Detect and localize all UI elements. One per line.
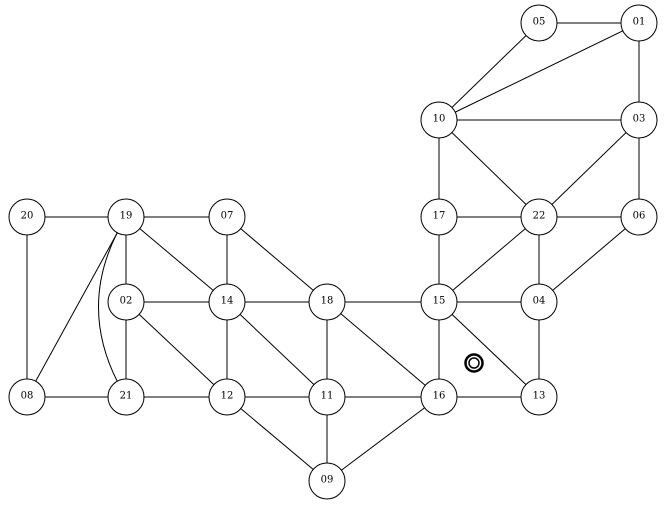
node-16: 16 xyxy=(420,378,458,416)
edge-05-10 xyxy=(438,22,540,121)
edge-14-11 xyxy=(226,301,328,398)
node-circle xyxy=(520,283,558,321)
node-circle xyxy=(620,4,658,42)
node-04: 04 xyxy=(520,283,558,321)
node-circle xyxy=(107,283,145,321)
edge-22-15 xyxy=(438,216,540,303)
node-label: 03 xyxy=(633,114,646,125)
node-label: 02 xyxy=(120,296,133,307)
node-22: 22 xyxy=(520,198,558,236)
node-circle xyxy=(520,4,558,42)
double-ring-marker-inner xyxy=(468,357,480,369)
node-03: 03 xyxy=(620,101,658,139)
node-circle xyxy=(107,378,145,416)
node-circle xyxy=(208,198,246,236)
node-label: 10 xyxy=(433,114,446,125)
nodes-layer: 01 03 04 05 06 07 08 09 10 11 12 13 14 15 16 17 18 19 02 20… xyxy=(8,4,658,500)
edge-19-14 xyxy=(125,216,228,303)
node-21: 21 xyxy=(107,378,145,416)
node-20: 20 xyxy=(8,198,46,236)
node-circle xyxy=(420,101,458,139)
edge-19-08 xyxy=(26,216,127,398)
node-label: 20 xyxy=(21,211,34,222)
node-06: 06 xyxy=(620,198,658,236)
node-13: 13 xyxy=(520,378,558,416)
node-circle xyxy=(308,378,346,416)
node-label: 12 xyxy=(221,391,234,402)
marker-layer xyxy=(464,353,484,373)
edge-03-22 xyxy=(538,119,640,218)
node-circle xyxy=(308,283,346,321)
edge-07-18 xyxy=(226,216,328,303)
node-label: 09 xyxy=(321,475,334,486)
node-17: 17 xyxy=(420,198,458,236)
edge-01-10 xyxy=(438,22,640,121)
node-label: 07 xyxy=(221,211,234,222)
node-circle xyxy=(420,378,458,416)
node-08: 08 xyxy=(8,378,46,416)
node-18: 18 xyxy=(308,283,346,321)
node-label: 19 xyxy=(120,211,133,222)
node-circle xyxy=(420,283,458,321)
edge-10-22 xyxy=(438,119,540,218)
edge-06-04 xyxy=(538,216,640,303)
node-label: 18 xyxy=(321,296,334,307)
edge-09-16 xyxy=(326,396,440,482)
node-circle xyxy=(107,198,145,236)
node-12: 12 xyxy=(208,378,246,416)
node-circle xyxy=(620,198,658,236)
node-label: 16 xyxy=(433,391,446,402)
node-label: 22 xyxy=(533,211,546,222)
node-07: 07 xyxy=(208,198,246,236)
node-label: 15 xyxy=(433,296,446,307)
node-circle xyxy=(620,101,658,139)
node-11: 11 xyxy=(308,378,346,416)
node-label: 21 xyxy=(120,391,133,402)
node-circle xyxy=(308,462,346,500)
edge-02-12 xyxy=(125,301,228,398)
node-label: 14 xyxy=(221,296,234,307)
edge-12-09 xyxy=(226,396,328,482)
node-circle xyxy=(208,378,246,416)
node-label: 01 xyxy=(633,17,646,28)
node-circle xyxy=(520,378,558,416)
node-label: 11 xyxy=(321,391,334,402)
node-label: 06 xyxy=(633,211,646,222)
node-circle xyxy=(420,198,458,236)
node-02: 02 xyxy=(107,283,145,321)
edge-18-16 xyxy=(326,301,440,398)
node-label: 05 xyxy=(533,17,546,28)
node-label: 04 xyxy=(533,296,546,307)
node-label: 17 xyxy=(433,211,446,222)
node-label: 08 xyxy=(21,391,34,402)
node-14: 14 xyxy=(208,283,246,321)
node-label: 13 xyxy=(533,391,546,402)
node-15: 15 xyxy=(420,283,458,321)
node-circle xyxy=(208,283,246,321)
edge-15-13 xyxy=(438,301,540,398)
node-01: 01 xyxy=(620,4,658,42)
node-05: 05 xyxy=(520,4,558,42)
node-09: 09 xyxy=(308,462,346,500)
node-19: 19 xyxy=(107,198,145,236)
node-circle xyxy=(8,378,46,416)
node-circle xyxy=(8,198,46,236)
node-10: 10 xyxy=(420,101,458,139)
node-circle xyxy=(520,198,558,236)
curved-edge-19-21 xyxy=(98,216,127,398)
